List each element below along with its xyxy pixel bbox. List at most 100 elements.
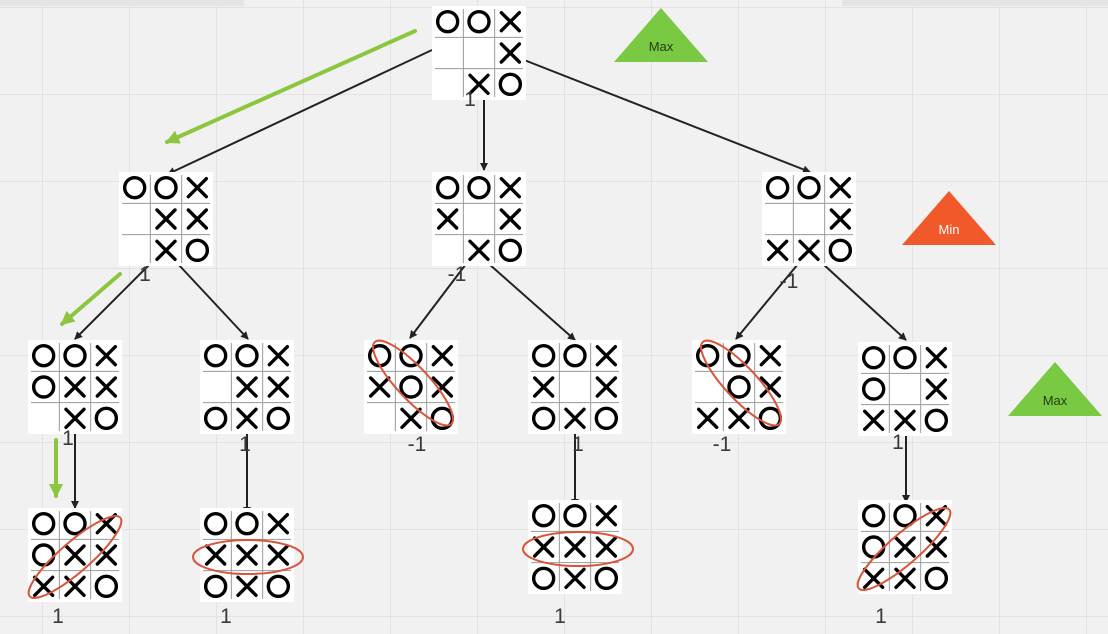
minimax-score-min-b: -1 xyxy=(447,263,467,286)
x-mark-icon xyxy=(155,239,177,262)
max-triangle-icon xyxy=(614,8,708,62)
edge-min-b-to-max-b2 xyxy=(488,263,576,341)
max-level-label: Max xyxy=(1042,393,1068,408)
board-min-a xyxy=(119,172,213,266)
tic-tac-toe-board xyxy=(765,175,853,263)
o-mark-icon xyxy=(367,343,392,368)
x-mark-icon xyxy=(95,544,118,566)
minimax-score-leaf-b2: 1 xyxy=(554,605,566,628)
x-mark-icon xyxy=(267,512,290,535)
x-mark-icon xyxy=(368,376,391,398)
x-mark-icon xyxy=(595,504,618,527)
best-path-arrow-1 xyxy=(165,29,417,144)
x-mark-icon xyxy=(95,376,118,398)
x-mark-icon xyxy=(798,239,820,262)
o-mark-icon xyxy=(797,175,821,200)
x-mark-icon xyxy=(862,409,885,432)
minimax-score-min-a: 1 xyxy=(139,263,151,286)
x-mark-icon xyxy=(236,407,258,430)
o-mark-icon xyxy=(498,72,523,97)
o-mark-icon xyxy=(893,503,917,528)
best-path-arrow-2 xyxy=(60,272,122,326)
o-mark-icon xyxy=(828,238,853,263)
x-mark-icon xyxy=(925,346,948,369)
minimax-score-leaf-a1: 1 xyxy=(52,605,64,628)
o-mark-icon xyxy=(203,511,228,536)
x-mark-icon xyxy=(64,544,86,566)
x-mark-icon xyxy=(267,344,290,367)
edge-min-a-to-max-a2 xyxy=(177,263,249,340)
max-level-marker: Max xyxy=(614,8,708,62)
x-mark-icon xyxy=(499,208,522,230)
tic-tac-toe-board xyxy=(435,175,523,263)
x-mark-icon xyxy=(95,344,118,367)
o-mark-icon xyxy=(467,175,491,200)
o-mark-icon xyxy=(203,574,228,599)
max-level-marker-bottom: Max xyxy=(1008,362,1102,416)
o-mark-icon xyxy=(563,343,587,368)
tic-tac-toe-board xyxy=(203,343,291,431)
tic-tac-toe-board xyxy=(531,343,619,431)
board-max-b2 xyxy=(528,340,622,434)
o-mark-icon xyxy=(122,175,147,200)
min-triangle-icon xyxy=(902,191,996,245)
o-mark-icon xyxy=(235,511,259,536)
x-mark-icon xyxy=(532,376,555,398)
board-leaf-a2 xyxy=(200,508,294,602)
x-mark-icon xyxy=(595,536,618,558)
o-mark-icon xyxy=(594,566,619,591)
o-mark-icon xyxy=(594,406,619,431)
o-mark-icon xyxy=(430,406,455,431)
x-mark-icon xyxy=(436,208,459,230)
x-mark-icon xyxy=(766,239,789,262)
x-mark-icon xyxy=(925,378,948,400)
o-mark-icon xyxy=(154,175,178,200)
x-mark-icon xyxy=(64,575,86,598)
x-mark-icon xyxy=(595,344,618,367)
x-mark-icon xyxy=(894,409,916,432)
board-min-c xyxy=(762,172,856,266)
minimax-score-root: 1 xyxy=(464,88,476,111)
x-mark-icon xyxy=(267,544,290,566)
o-mark-icon xyxy=(861,345,886,370)
board-leaf-b2 xyxy=(528,500,622,594)
o-mark-icon xyxy=(266,574,291,599)
o-mark-icon xyxy=(727,375,751,399)
x-mark-icon xyxy=(186,176,209,199)
tic-tac-toe-board xyxy=(695,343,783,431)
o-mark-icon xyxy=(765,175,790,200)
x-mark-icon xyxy=(595,376,618,398)
tic-tac-toe-board xyxy=(435,9,523,97)
tic-tac-toe-board xyxy=(122,175,210,263)
board-root xyxy=(432,6,526,100)
o-mark-icon xyxy=(185,238,210,263)
o-mark-icon xyxy=(758,406,783,431)
board-max-a2 xyxy=(200,340,294,434)
x-mark-icon xyxy=(236,376,258,398)
x-mark-icon xyxy=(64,407,86,430)
tic-tac-toe-board xyxy=(31,511,119,599)
x-mark-icon xyxy=(400,407,422,430)
x-mark-icon xyxy=(468,239,490,262)
o-mark-icon xyxy=(531,503,556,528)
tic-tac-toe-board xyxy=(861,503,949,591)
edge-min-b-to-max-b1 xyxy=(409,263,467,339)
x-mark-icon xyxy=(499,10,522,33)
edge-min-a-to-max-a1 xyxy=(74,263,151,340)
o-mark-icon xyxy=(924,408,949,433)
x-mark-icon xyxy=(499,42,522,64)
x-mark-icon xyxy=(186,208,209,230)
o-mark-icon xyxy=(63,343,87,368)
x-mark-icon xyxy=(829,208,852,230)
o-mark-icon xyxy=(531,343,556,368)
x-mark-icon xyxy=(236,575,258,598)
minimax-score-max-b2: 1 xyxy=(572,433,584,456)
o-mark-icon xyxy=(203,343,228,368)
edge-root-to-min-c xyxy=(518,57,811,174)
minimax-score-min-c: -1 xyxy=(779,270,799,293)
o-mark-icon xyxy=(861,377,886,401)
edge-root-to-min-a xyxy=(167,49,433,175)
o-mark-icon xyxy=(266,406,291,431)
o-mark-icon xyxy=(31,343,56,368)
